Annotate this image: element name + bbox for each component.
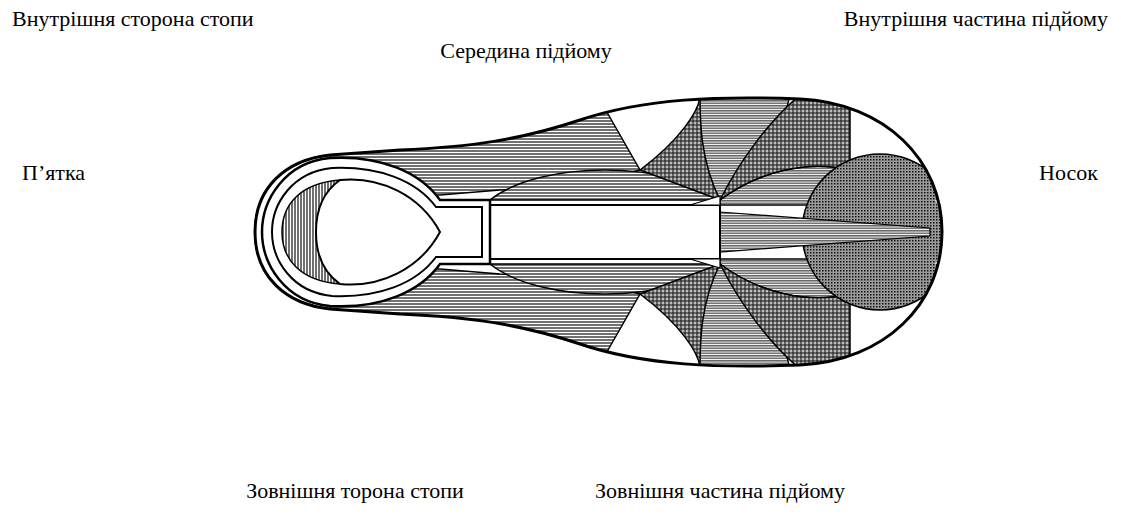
- region-label: Середина підйому: [440, 38, 612, 64]
- sole-regions: [250, 90, 958, 380]
- region-label: Зовнішня торона стопи: [246, 478, 464, 504]
- region-label: П’ятка: [22, 160, 85, 186]
- region-label: Носок: [1039, 160, 1098, 186]
- heel-cup: [316, 179, 440, 284]
- toe-wedge: [720, 212, 930, 252]
- region-label: Зовнішня частина підйому: [595, 478, 845, 504]
- heel-outer-loop: [262, 158, 490, 307]
- heel-inner-loop: [272, 168, 482, 296]
- centre-corridor: [485, 205, 720, 259]
- corridor-notches: [690, 196, 720, 268]
- sole-outline: [255, 98, 942, 366]
- region-label: Внутрішня частина підйому: [844, 6, 1108, 32]
- sole-ground: [250, 90, 950, 380]
- region-label: Внутрішня сторона стопи: [12, 6, 254, 32]
